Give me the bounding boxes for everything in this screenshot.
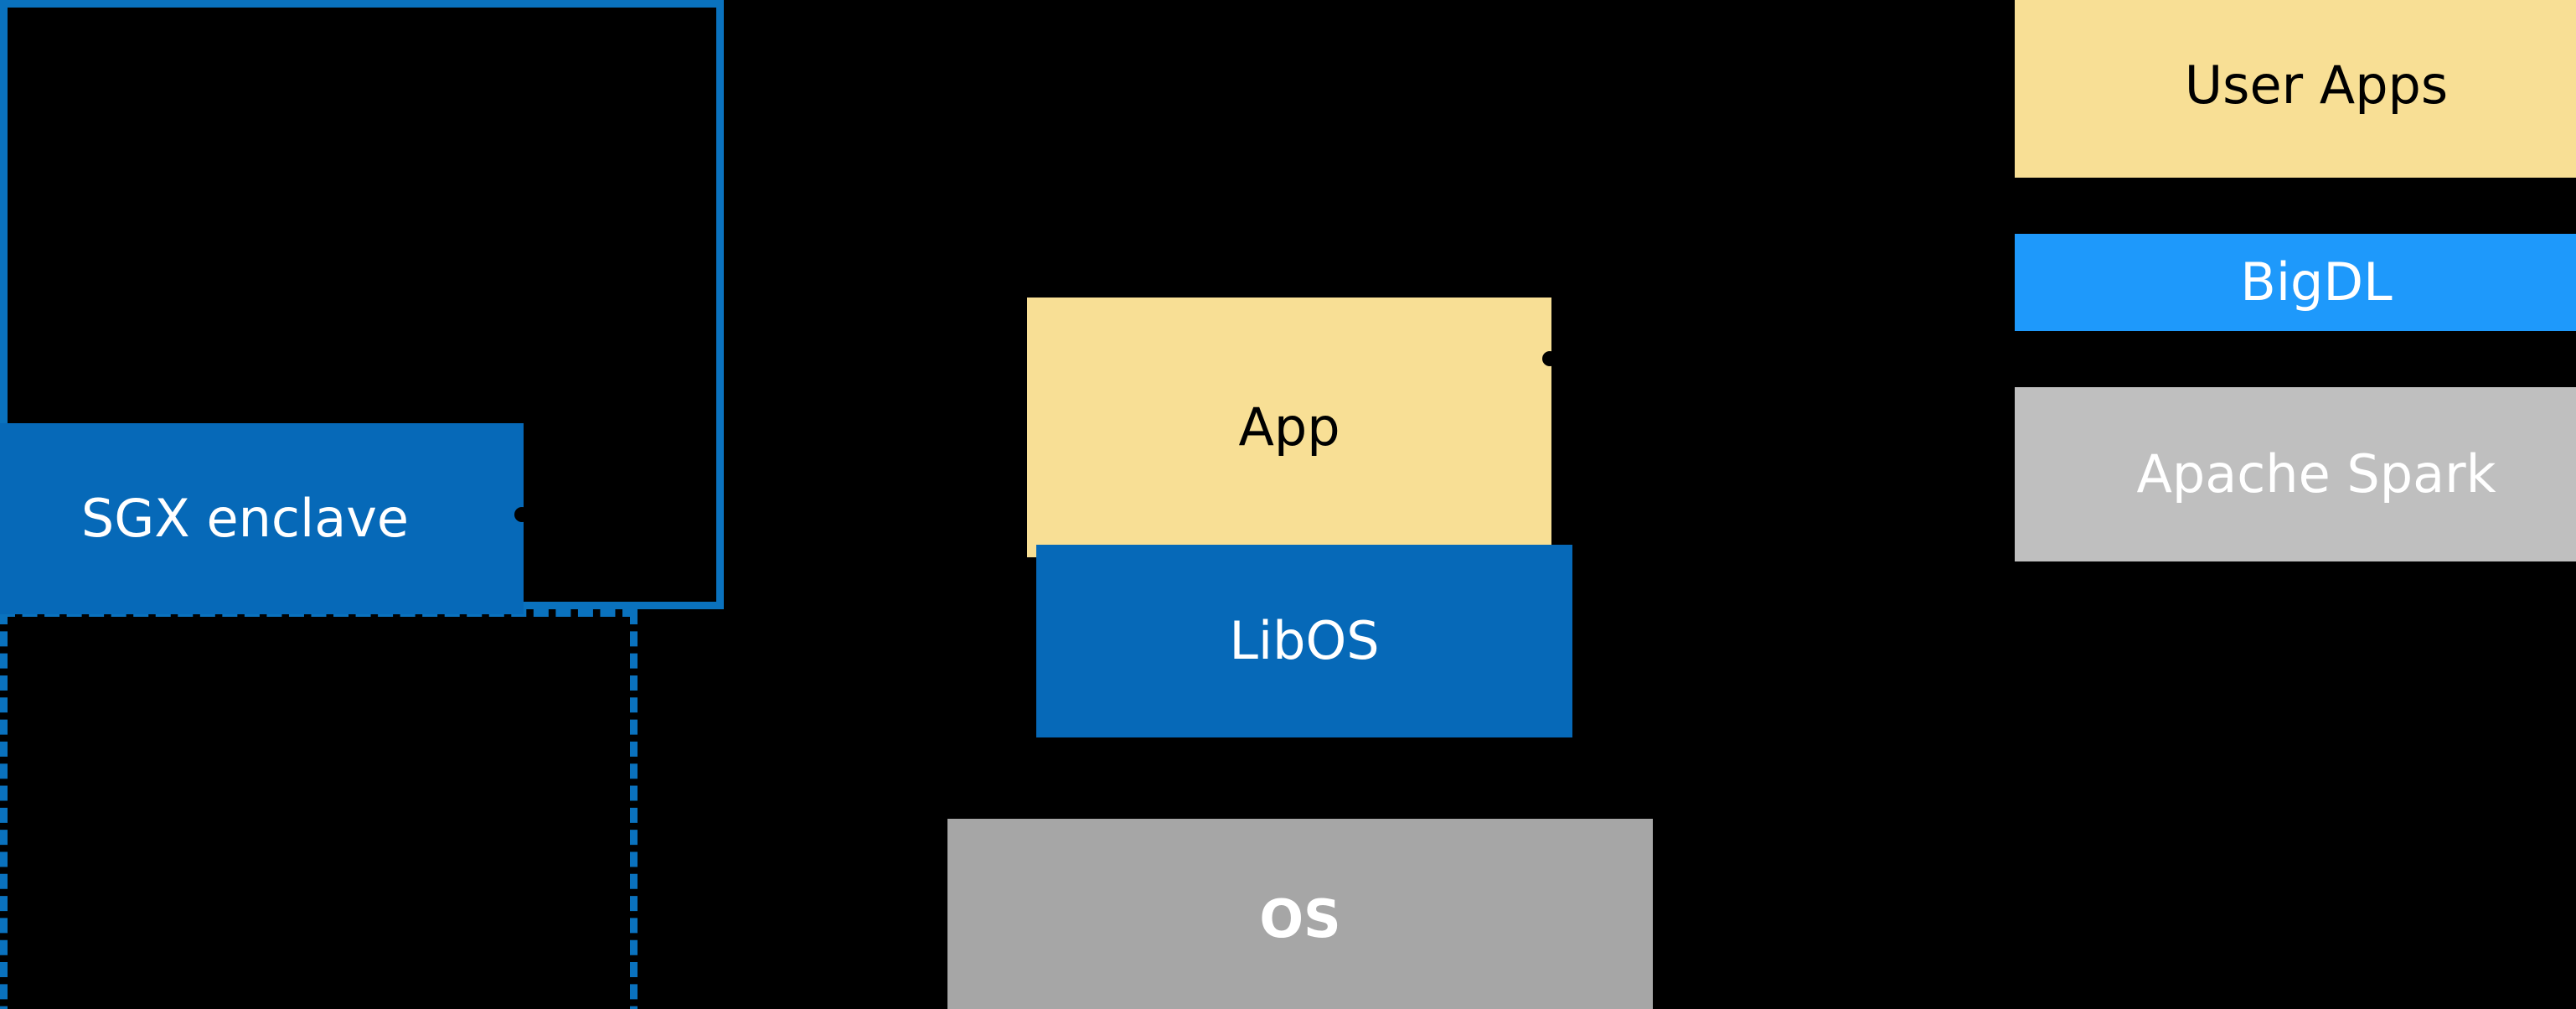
apache-spark-label: Apache Spark (2136, 442, 2496, 504)
bigdl-box: BigDL (2015, 234, 2576, 331)
os-label: OS (1259, 887, 1341, 949)
sgx-enclave-connector-arrowhead-icon (514, 507, 529, 522)
user-apps-box: User Apps (2015, 0, 2576, 178)
enclave-frame-connector-crossing-upper (1625, 289, 1665, 323)
libos-box: LibOS (1036, 545, 1572, 737)
apache-spark-box: Apache Spark (2015, 387, 2576, 561)
os-box: OS (947, 819, 1653, 1009)
enclave-frame-connector-crossing-lower (1625, 427, 1665, 461)
libos-label: LibOS (1229, 609, 1380, 671)
libos-boundary-frame (0, 609, 638, 1009)
app-box: App (1027, 298, 1551, 557)
user-apps-label: User Apps (2184, 54, 2449, 116)
bigdl-label: BigDL (2240, 251, 2393, 313)
sgx-enclave-label: SGX enclave (80, 487, 410, 549)
sgx-enclave-box: SGX enclave (0, 423, 524, 614)
app-label: App (1238, 396, 1340, 458)
app-connector-arrowhead-icon (1542, 351, 1557, 366)
